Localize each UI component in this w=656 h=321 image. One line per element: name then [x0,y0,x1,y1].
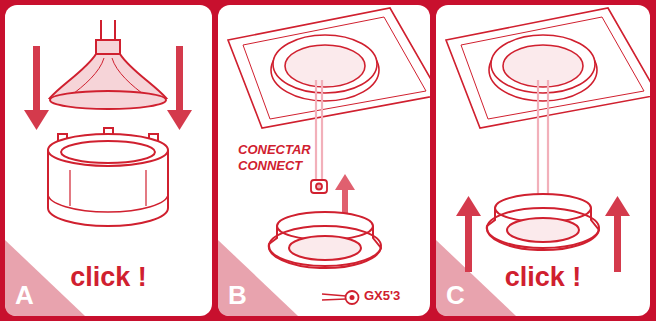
push-arrows [24,46,192,130]
step-panel: CONECTARCONNECT B GX5'3 [218,5,430,316]
step-panel: click !C [436,5,650,316]
gx-connector-icon [322,291,359,304]
connector [311,180,327,193]
socket-label: GX5'3 [364,289,400,304]
fixture [487,194,599,250]
action-text: click ! [5,262,212,293]
instruction-text: CONNECT [238,159,302,174]
fixture [269,212,381,268]
step-letter: C [446,281,465,311]
lamp [50,20,166,109]
connect-arrow [335,174,355,214]
panel-ground [5,5,212,316]
step-letter: B [228,281,247,311]
step-panel: click !A [5,5,212,316]
step-letter: A [15,281,34,311]
wire [538,80,548,200]
lamp-holder [48,128,168,226]
ceiling-frame [228,8,430,128]
action-text: click ! [436,262,650,293]
push-arrows [456,196,630,272]
corner-triangle [436,240,516,316]
wire [316,80,322,180]
instruction-text: CONECTAR [238,143,311,158]
